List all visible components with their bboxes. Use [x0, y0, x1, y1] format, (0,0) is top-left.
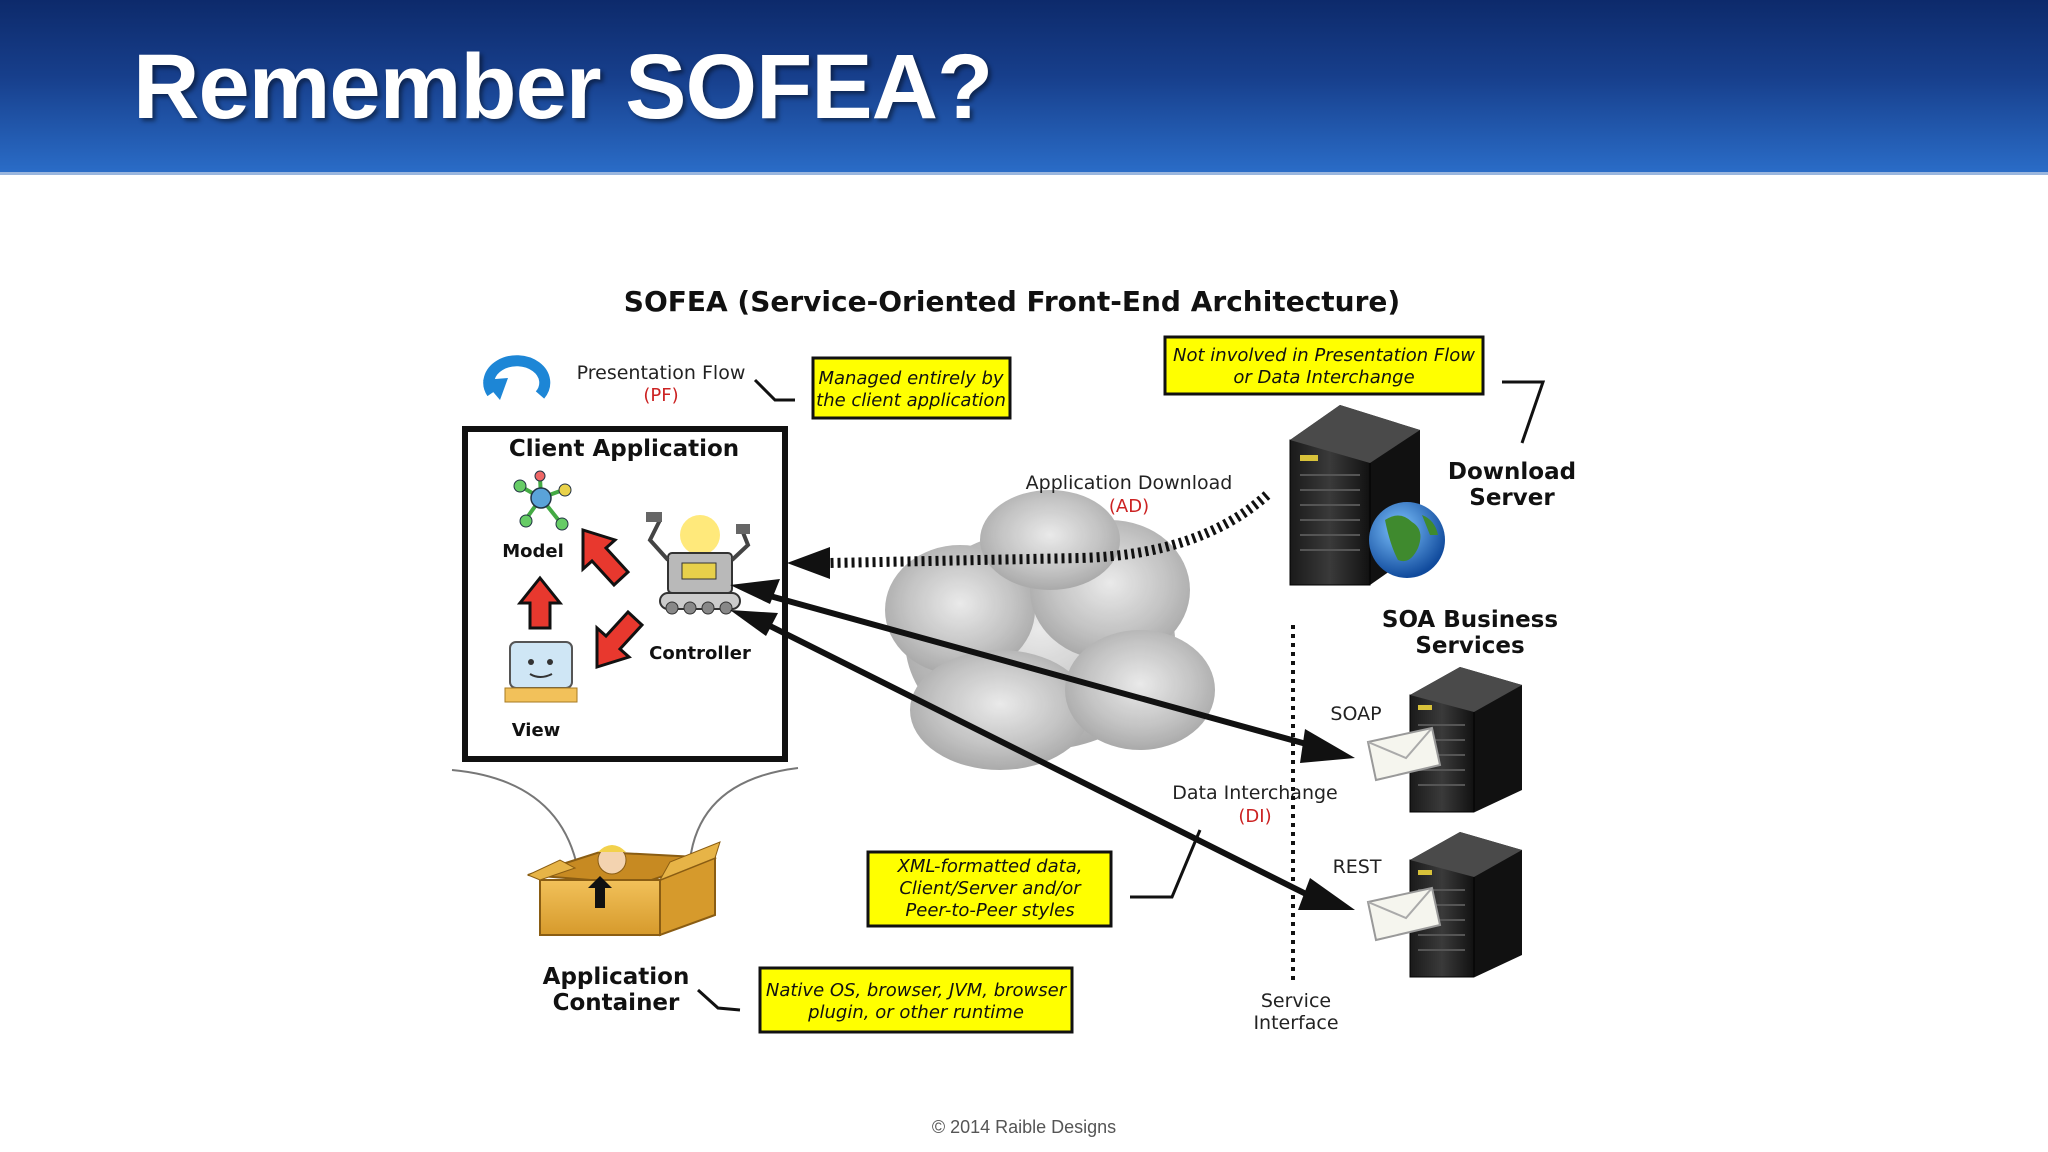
- app-container-label-line2: Container: [553, 990, 680, 1016]
- note-xml-line3: Peer-to-Peer styles: [905, 900, 1074, 921]
- data-interchange-abbr: (DI): [1238, 806, 1271, 827]
- container-leader-line: [696, 988, 741, 1012]
- di-leader-line: [1130, 829, 1202, 899]
- note-xml-line2: Client/Server and/or: [899, 878, 1082, 899]
- soap-label: SOAP: [1330, 703, 1381, 725]
- diagram-title: SOFEA (Service-Oriented Front-End Archit…: [624, 285, 1400, 318]
- controller-robot-icon: [646, 512, 751, 615]
- note-native-line2: plugin, or other runtime: [807, 1002, 1024, 1023]
- note-managed-line2: the client application: [816, 390, 1006, 411]
- data-interchange-label: Data Interchange: [1172, 782, 1338, 804]
- pf-leader-line: [753, 378, 795, 402]
- rest-label: REST: [1333, 856, 1382, 878]
- soa-services-line1: SOA Business: [1382, 607, 1558, 633]
- note-native: Native OS, browser, JVM, browser plugin,…: [758, 966, 1074, 1034]
- arrow-controller-to-view: [595, 609, 645, 670]
- app-download-label: Application Download: [1026, 472, 1233, 494]
- model-icon: [513, 470, 572, 531]
- note-managed-line1: Managed entirely by: [818, 368, 1003, 389]
- soap-data-arrow: [730, 579, 1355, 763]
- download-server-line1: Download: [1448, 459, 1576, 485]
- slide-footer: © 2014 Raible Designs: [931, 1117, 1117, 1137]
- soa-services-line2: Services: [1415, 633, 1524, 659]
- arrow-controller-to-model: [581, 527, 631, 588]
- globe-icon: [1369, 502, 1445, 578]
- app-container-label-line1: Application: [543, 964, 690, 990]
- note-not-involved-line2: or Data Interchange: [1233, 367, 1414, 388]
- download-server-line2: Server: [1469, 485, 1555, 511]
- note-managed: Managed entirely by the client applicati…: [811, 356, 1012, 420]
- service-interface-line1: Service: [1261, 990, 1331, 1012]
- download-leader-line: [1502, 380, 1546, 444]
- refresh-icon: [483, 355, 551, 400]
- soap-server-icon: [1409, 667, 1522, 813]
- app-download-arrow: [787, 491, 1271, 579]
- slide-title: Remember SOFEA?: [133, 36, 993, 138]
- rest-envelope-icon: [1366, 886, 1442, 942]
- container-string-left: [451, 769, 579, 871]
- rest-data-arrow: [730, 610, 1355, 910]
- note-not-involved-line1: Not involved in Presentation Flow: [1173, 345, 1475, 366]
- presentation-flow-abbr: (PF): [643, 385, 678, 406]
- presentation-flow-label: Presentation Flow: [577, 362, 746, 384]
- note-native-line1: Native OS, browser, JVM, browser: [766, 980, 1068, 1001]
- model-label: Model: [502, 541, 564, 562]
- app-download-abbr: (AD): [1109, 496, 1149, 517]
- soap-envelope-icon: [1366, 726, 1442, 782]
- view-monitor-icon: [504, 641, 578, 703]
- client-application-title: Client Application: [509, 436, 739, 462]
- view-label: View: [512, 720, 561, 741]
- note-not-involved: Not involved in Presentation Flow or Dat…: [1163, 335, 1485, 396]
- container-string-right: [689, 767, 799, 861]
- arrow-view-to-model: [516, 575, 564, 630]
- network-cloud: [885, 490, 1215, 770]
- title-bar: Remember SOFEA?: [0, 0, 2048, 175]
- controller-label: Controller: [649, 643, 751, 664]
- app-container-box-icon: [526, 841, 721, 937]
- note-xml-line1: XML-formatted data,: [897, 856, 1083, 877]
- note-xml: XML-formatted data, Client/Server and/or…: [866, 850, 1113, 928]
- service-interface-line2: Interface: [1253, 1012, 1338, 1034]
